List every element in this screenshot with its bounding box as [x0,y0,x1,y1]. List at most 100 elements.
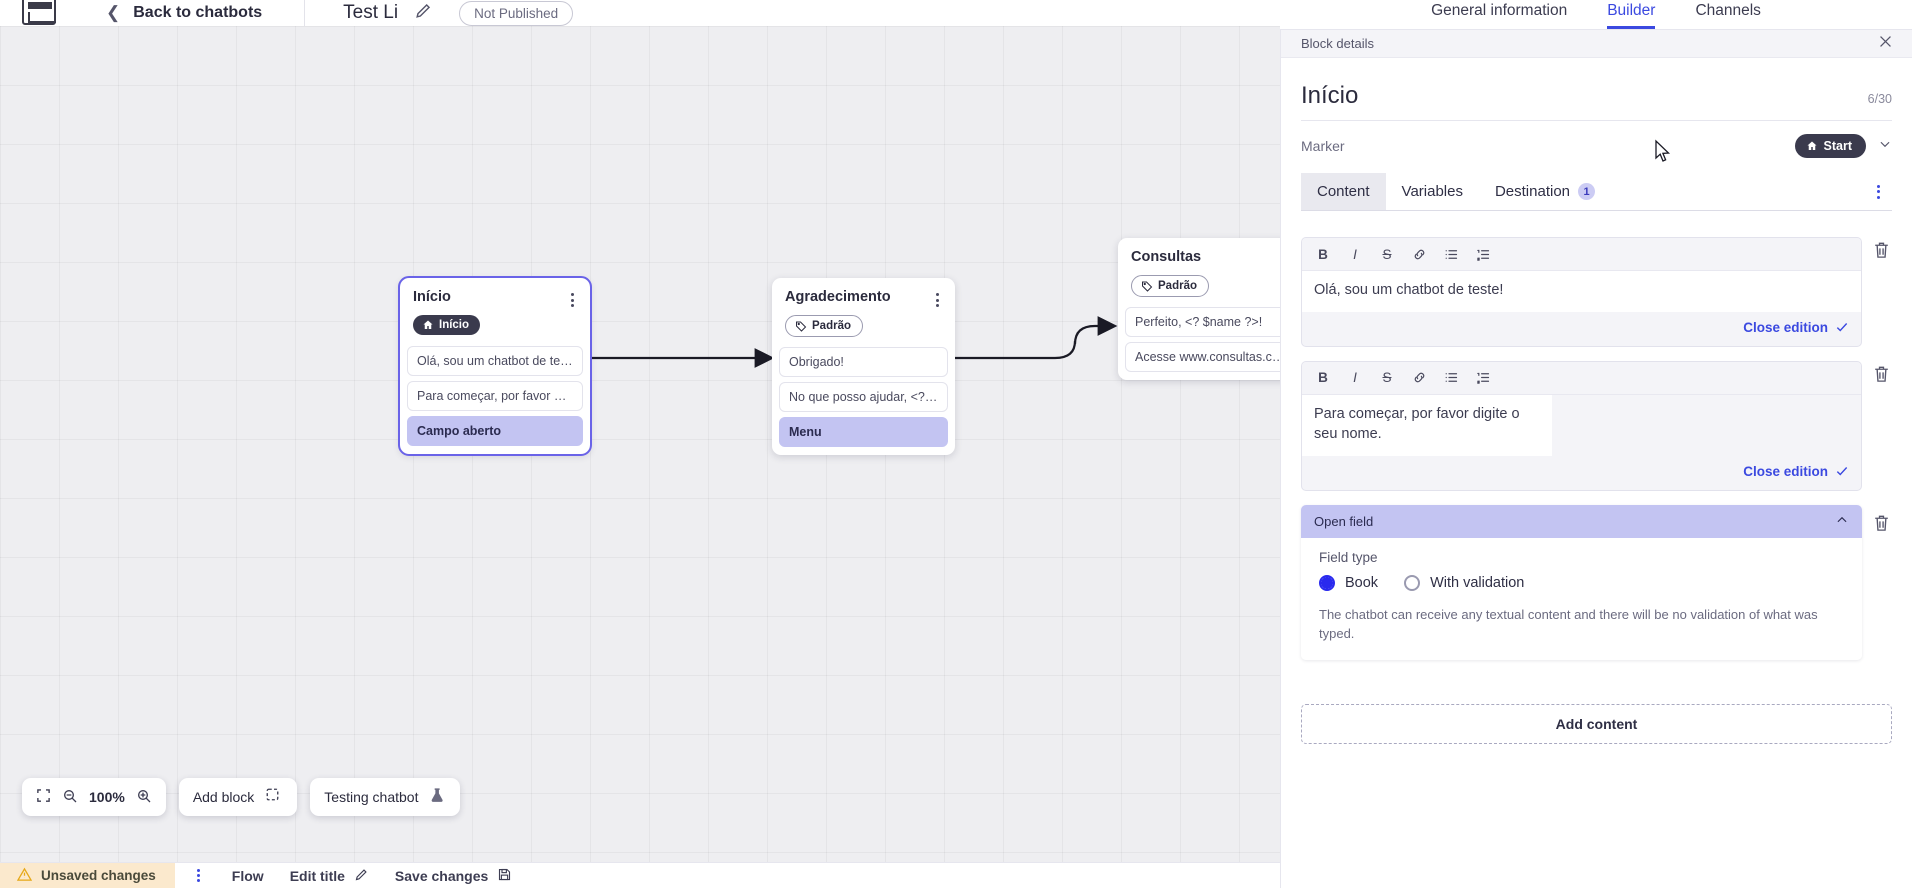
open-field-body: Field type Book With validation [1301,537,1862,660]
testing-chatbot-button[interactable]: Testing chatbot [310,778,461,816]
marker-start-badge: Start [1794,134,1866,158]
close-edition-button[interactable]: Close edition [1743,464,1849,479]
edit-title-button[interactable]: Edit title [290,867,369,885]
strikethrough-icon[interactable]: S [1382,370,1392,386]
flow-button[interactable]: Flow [232,868,264,884]
tab-destination-label: Destination [1494,183,1571,200]
tag-icon [1142,281,1153,292]
open-field-block: Open field Field type Book [1301,504,1892,660]
node-header: Início Início [400,278,590,346]
tab-destination[interactable]: Destination 1 [1479,173,1611,210]
trash-icon[interactable] [1872,364,1892,386]
link-icon[interactable] [1406,367,1432,389]
main-nav-tabs: General information Builder Channels [1280,0,1912,30]
node-title: Início [413,289,451,305]
node-row[interactable]: Obrigado! [779,346,948,377]
italic-icon[interactable]: I [1353,370,1357,386]
block-name-row: Início 6/30 [1301,58,1892,121]
save-changes-button[interactable]: Save changes [395,867,512,885]
node-menu-button[interactable] [930,291,944,309]
zoom-level: 100% [89,789,125,805]
node-marker-label: Padrão [812,319,851,332]
radio-option-book[interactable]: Book [1319,574,1378,591]
open-field-header[interactable]: Open field [1301,504,1862,538]
unsaved-changes-label: Unsaved changes [41,868,156,883]
node-title: Consultas [1131,249,1202,265]
node-title: Agradecimento [785,289,891,305]
node-row[interactable]: Campo aberto [407,415,583,446]
app-logo-icon[interactable] [22,0,56,25]
tab-variables-label: Variables [1401,183,1463,200]
close-edition-button[interactable]: Close edition [1743,320,1849,335]
publish-status-badge: Not Published [459,0,574,26]
char-counter: 6/30 [1867,92,1892,106]
nav-tab-general-information[interactable]: General information [1431,2,1568,19]
fit-screen-icon[interactable] [36,788,51,806]
pencil-icon[interactable] [414,1,433,25]
node-row[interactable]: Menu [779,416,948,447]
open-field-help-text: The chatbot can receive any textual cont… [1319,606,1818,642]
trash-icon[interactable] [1872,240,1892,262]
tab-variables[interactable]: Variables [1386,173,1479,210]
chevron-down-icon[interactable] [1878,137,1892,156]
pencil-icon [354,867,369,885]
content-blocks: B I S [1301,211,1892,744]
numbered-list-icon[interactable] [1470,367,1496,389]
flow-node-agradecimento[interactable]: Agradecimento Padrão Obrigado! No que po… [772,278,955,455]
radio-option-with-validation[interactable]: With validation [1404,574,1524,591]
node-row[interactable]: Perfeito, <? $name ?>! [1125,306,1299,337]
zoom-out-icon[interactable] [62,788,78,807]
node-marker-label: Início [439,318,470,331]
bullet-list-icon[interactable] [1438,243,1464,265]
edit-title-label: Edit title [289,867,345,884]
node-menu-button[interactable] [565,291,579,309]
rich-text-editor[interactable]: B I S [1301,360,1862,491]
bold-icon[interactable]: B [1318,370,1328,386]
bullet-list-icon[interactable] [1438,367,1464,389]
node-row[interactable]: Acesse www.consultas.com par... [1125,341,1299,372]
editor-toolbar: B I S [1302,238,1861,271]
node-marker-label: Padrão [1158,279,1197,292]
node-row[interactable]: Para começar, por favor digite o ... [407,380,583,411]
status-menu-button[interactable] [192,869,206,882]
numbered-list-icon[interactable] [1470,243,1496,265]
add-content-button[interactable]: Add content [1301,703,1892,744]
content-block: B I S [1301,237,1892,347]
marker-selector[interactable]: Start [1794,134,1892,158]
flow-label: Flow [231,867,264,884]
editor-text[interactable]: Olá, sou um chatbot de teste! [1302,271,1861,312]
chevron-up-icon[interactable] [1835,513,1849,530]
chevron-left-icon[interactable]: ❮ [106,3,121,22]
nav-tab-builder[interactable]: Builder [1607,2,1656,29]
close-icon[interactable] [1877,33,1894,55]
node-row[interactable]: No que posso ajudar, <? $name ... [779,381,948,412]
rich-text-editor[interactable]: B I S [1301,237,1862,347]
block-details-panel: Block details Início 6/30 Marker Start [1280,30,1912,888]
node-marker-badge: Padrão [785,314,863,337]
add-block-icon [265,787,283,808]
italic-icon[interactable]: I [1353,246,1357,262]
bold-icon[interactable]: B [1318,246,1328,262]
link-icon[interactable] [1406,243,1432,265]
trash-icon[interactable] [1872,513,1892,535]
marker-value: Start [1823,139,1852,153]
panel-header: Block details [1281,30,1912,58]
strikethrough-icon[interactable]: S [1382,246,1392,262]
editor-footer: Close edition [1302,456,1861,490]
nav-tab-channels[interactable]: Channels [1695,2,1761,19]
tab-content[interactable]: Content [1301,173,1386,210]
zoom-in-icon[interactable] [136,788,152,807]
tab-content-label: Content [1317,183,1370,200]
flow-node-inicio[interactable]: Início Início Olá, sou um chatbot de tes… [398,276,592,456]
flow-node-consultas[interactable]: Consultas Padrão Perfeito, <? $name ?>! … [1118,238,1306,380]
panel-tabs-menu-button[interactable] [1870,183,1886,201]
editor-text[interactable]: Para começar, por favor digite o seu nom… [1302,394,1552,456]
node-row[interactable]: Olá, sou um chatbot de teste! [407,345,583,376]
check-icon [1836,323,1848,332]
open-field-card: Open field Field type Book [1301,504,1862,660]
block-name[interactable]: Início [1301,82,1359,109]
add-block-button[interactable]: Add block [178,778,298,816]
add-block-label: Add block [192,789,255,805]
panel-tabs: Content Variables Destination 1 [1301,173,1892,211]
back-to-chatbots-link[interactable]: Back to chatbots [133,4,263,21]
